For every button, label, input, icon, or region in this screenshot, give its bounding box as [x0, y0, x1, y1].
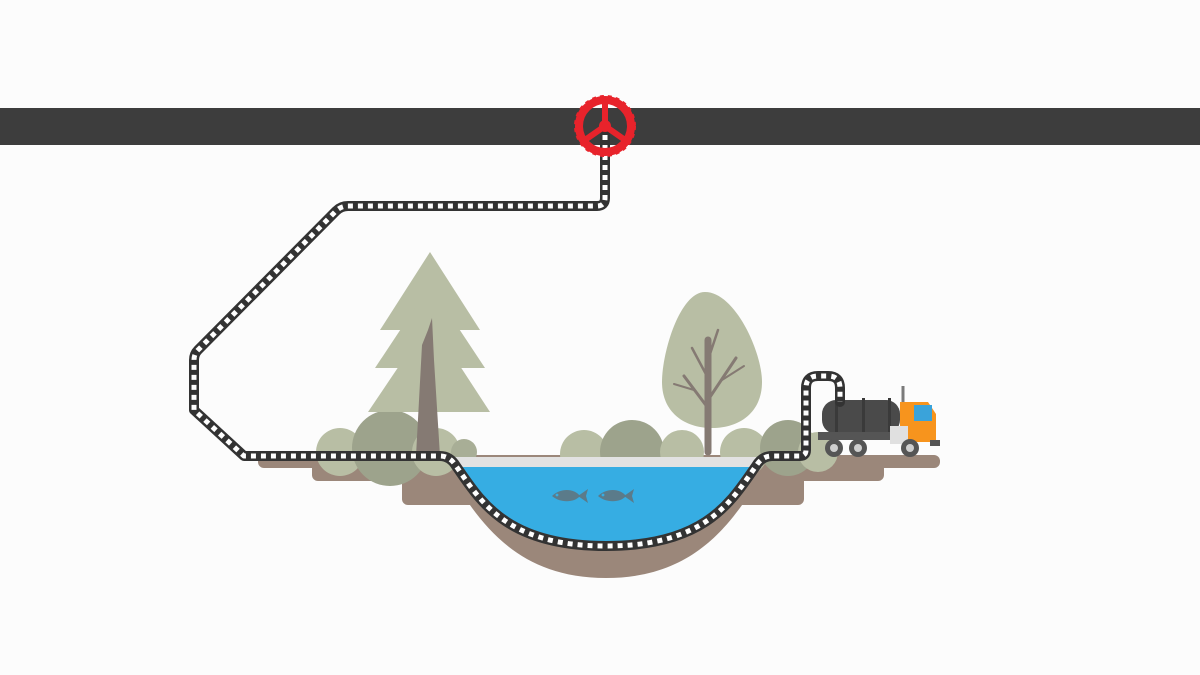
valve-wheel-icon — [574, 95, 636, 157]
fish-icon — [552, 489, 588, 503]
pond — [452, 457, 762, 546]
bypass-hose — [189, 130, 845, 551]
water-surface — [452, 457, 762, 467]
truck-wheels — [825, 439, 919, 457]
deciduous-tree — [662, 292, 762, 456]
tanker-truck-icon — [818, 386, 940, 457]
fish-icon — [598, 489, 634, 503]
pine-tree — [368, 252, 490, 456]
